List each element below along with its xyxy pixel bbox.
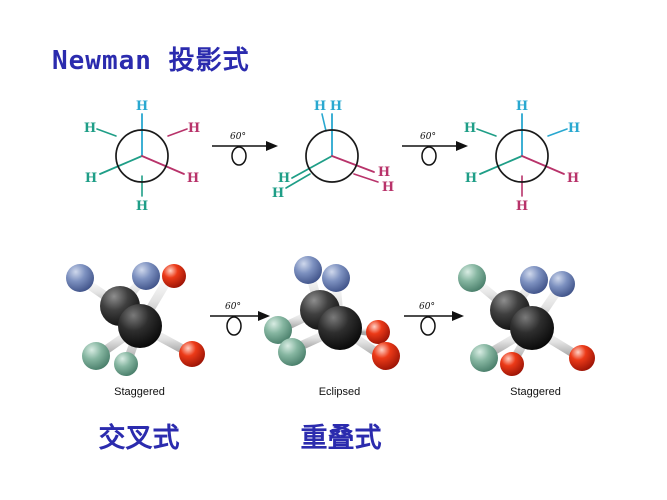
hydrogen-atom-green (114, 352, 138, 376)
hydrogen-atom-red (569, 345, 595, 371)
page-title-cjk: 投影式 (168, 46, 250, 76)
model-caption-staggered-left: Staggered (114, 386, 165, 398)
ball-stick-staggered-right (448, 248, 623, 388)
carbon-circle (495, 129, 549, 183)
hydrogen-atom-green (264, 316, 292, 344)
ball-stick-staggered-left (52, 248, 227, 388)
h-label-back-bottom: H (516, 199, 528, 214)
hydrogen-atom-red (179, 341, 205, 367)
carbon-atom-front (318, 306, 362, 350)
h-label-back-upper-left: H (84, 121, 96, 136)
rotation-arrow-top-1: 60° (208, 128, 280, 174)
back-bonds (96, 128, 188, 197)
h-label-back-lower-right: H (382, 180, 394, 195)
page-title-latin: Newman (52, 46, 152, 76)
rotation-angle-label: 60° (230, 132, 246, 142)
h-label-back-top: H (314, 99, 326, 114)
ball-stick-eclipsed-middle (252, 248, 427, 388)
rotation-arrow-top-2: 60° (398, 128, 470, 174)
carbon-circle (115, 129, 169, 183)
rotation-arrow-bottom-1: 60° (206, 298, 278, 344)
h-label-back-lower-left: H (272, 186, 284, 201)
h-label-front-lower-left: H (278, 171, 290, 186)
h-label-front-lower-left: H (465, 171, 477, 186)
hydrogen-atom-red (500, 352, 524, 376)
h-label-front-lower-right: H (567, 171, 579, 186)
label-staggered-cjk: 交叉式 (98, 423, 180, 454)
hydrogen-atom-green (278, 338, 306, 366)
rotation-angle-label: 60° (225, 302, 241, 312)
h-label-front-top: H (136, 99, 148, 114)
newman-projection-staggered-left: H H H H H H (72, 92, 212, 214)
front-bonds (479, 113, 565, 175)
h-label-back-upper-right: H (568, 121, 580, 136)
h-label-front-top: H (330, 99, 342, 114)
hydrogen-atom-blue (294, 256, 322, 284)
newman-projection-staggered-right: H H H H H H (452, 92, 592, 214)
front-bonds (291, 113, 375, 179)
carbon-atom-front (118, 304, 162, 348)
h-label-front-lower-left: H (85, 171, 97, 186)
h-label-back-upper-left: H (464, 121, 476, 136)
hydrogen-atom-green (470, 344, 498, 372)
h-label-back-upper-right: H (188, 121, 200, 136)
hydrogen-atom-green (458, 264, 486, 292)
model-caption-staggered-right: Staggered (510, 386, 561, 398)
newman-projection-eclipsed-middle: H H H H H H (262, 92, 402, 212)
front-bonds (99, 113, 185, 175)
hydrogen-atom-blue (66, 264, 94, 292)
h-label-front-lower-right: H (378, 165, 390, 180)
h-label-front-top: H (516, 99, 528, 114)
carbon-circle (305, 129, 359, 183)
hydrogen-atom-blue (520, 266, 548, 294)
back-bonds (476, 128, 568, 197)
carbon-atom-front (510, 306, 554, 350)
hydrogen-atom-blue (322, 264, 350, 292)
page-title: Newman 投影式 (52, 40, 250, 77)
hydrogen-atom-red (372, 342, 400, 370)
hydrogen-atom-red (366, 320, 390, 344)
rotation-angle-label: 60° (419, 302, 435, 312)
hydrogen-atom-green (82, 342, 110, 370)
h-label-front-lower-right: H (187, 171, 199, 186)
h-label-back-bottom: H (136, 199, 148, 214)
hydrogen-atom-blue (132, 262, 160, 290)
label-eclipsed-cjk: 重叠式 (300, 423, 382, 454)
rotation-angle-label: 60° (420, 132, 436, 142)
model-caption-eclipsed-middle: Eclipsed (318, 386, 361, 398)
back-bonds (285, 113, 379, 189)
rotation-arrow-bottom-2: 60° (400, 298, 472, 344)
hydrogen-atom-red (162, 264, 186, 288)
hydrogen-atom-blue (549, 271, 575, 297)
